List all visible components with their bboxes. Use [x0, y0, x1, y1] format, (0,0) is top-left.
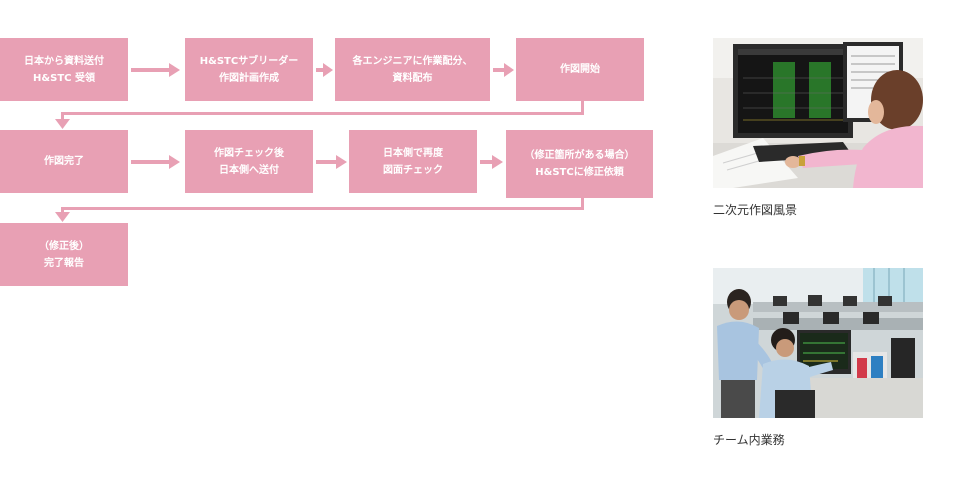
flow-step-8-line-1: （修正箇所がある場合） [524, 150, 635, 161]
flow-step-2: H&STCサブリーダー 作図計画作成 [185, 38, 313, 101]
arrow-right-icon [131, 63, 180, 77]
flow-step-9-line-2: 完了報告 [44, 257, 84, 269]
arrow-right-icon [316, 63, 333, 77]
cad-drafting-caption: 二次元作図風景 [713, 203, 798, 217]
flow-step-1-line-2: H&STC 受領 [33, 72, 95, 84]
flow-step-7: 日本側で再度 図面チェック [349, 130, 477, 193]
flow-step-2-line-1: H&STCサブリーダー [199, 55, 299, 67]
arrow-right-icon [493, 63, 514, 77]
connector-arrow-icon [55, 101, 584, 129]
flow-step-8: （修正箇所がある場合） H&STCに修正依頼 [506, 130, 653, 198]
flow-step-6-line-1: 作図チェック後 [214, 147, 284, 159]
flow-step-2-line-2: 作図計画作成 [218, 72, 279, 84]
flow-step-6: 作図チェック後 日本側へ送付 [185, 130, 313, 193]
flow-step-3-line-1: 各エンジニアに作業配分、 [352, 55, 473, 67]
flow-step-3-line-2: 資料配布 [392, 72, 433, 84]
flow-step-7-line-2: 図面チェック [383, 164, 443, 176]
flow-step-7-line-1: 日本側で再度 [383, 147, 443, 159]
flow-step-5: 作図完了 [0, 130, 128, 193]
cad-drafting-photo [713, 38, 923, 188]
flow-step-3: 各エンジニアに作業配分、 資料配布 [335, 38, 490, 101]
flow-step-9: （修正後） 完了報告 [0, 223, 128, 286]
flow-step-5-line-1: 作図完了 [44, 156, 84, 167]
connector-arrow-icon [55, 198, 584, 222]
flow-step-1: 日本から資料送付 H&STC 受領 [0, 38, 128, 101]
arrow-right-icon [316, 155, 347, 169]
team-work-caption: チーム内業務 [713, 433, 785, 447]
flow-step-4: 作図開始 [516, 38, 644, 101]
arrow-right-icon [131, 155, 180, 169]
flow-step-1-line-1: 日本から資料送付 [24, 55, 104, 67]
flow-step-6-line-2: 日本側へ送付 [219, 164, 279, 176]
arrow-right-icon [480, 155, 503, 169]
flow-step-9-line-1: （修正後） [39, 240, 89, 252]
team-work-photo [713, 268, 923, 418]
flow-step-8-line-2: H&STCに修正依頼 [535, 167, 624, 178]
flow-step-4-line-1: 作図開始 [560, 64, 600, 75]
